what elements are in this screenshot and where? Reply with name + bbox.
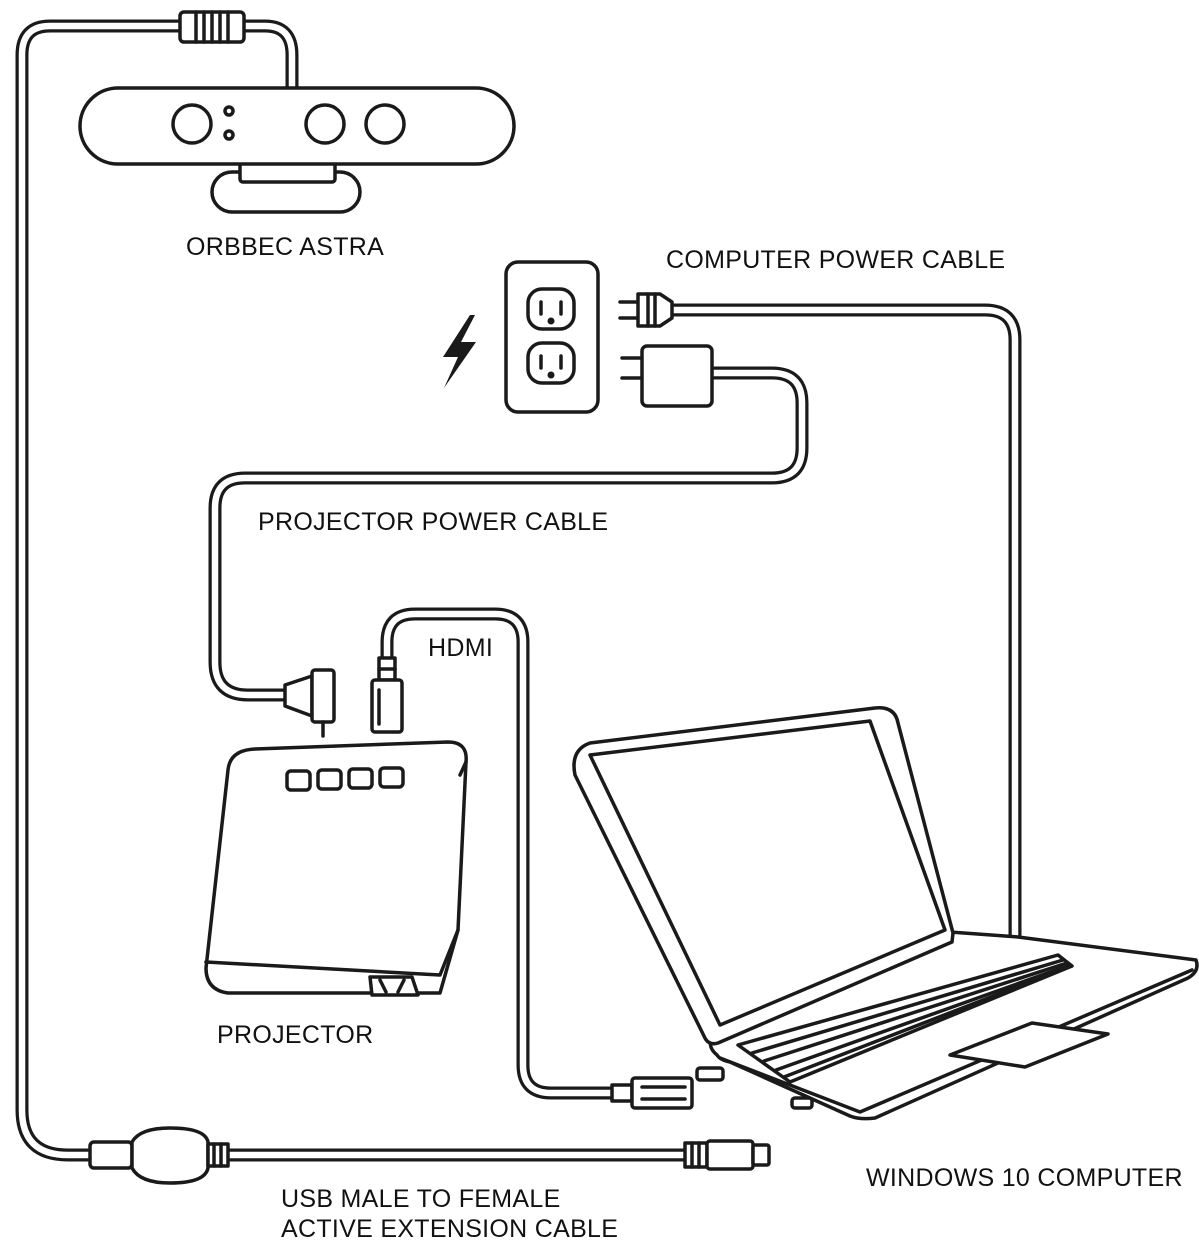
label-hdmi: HDMI xyxy=(428,634,494,662)
orbbec-astra-camera xyxy=(78,86,516,214)
label-projector-power-cable: PROJECTOR POWER CABLE xyxy=(258,508,609,536)
power-adapter-icon xyxy=(620,344,714,408)
power-plug-icon xyxy=(618,292,674,328)
label-usb-extension-line2: ACTIVE EXTENSION CABLE xyxy=(281,1215,619,1243)
laptop-computer xyxy=(572,706,1199,1121)
usb-coupler-top xyxy=(178,10,246,44)
barrel-connector xyxy=(283,668,336,738)
usb-cable xyxy=(15,19,697,1162)
label-computer-power-cable: COMPUTER POWER CABLE xyxy=(666,246,1006,274)
wall-outlet-icon xyxy=(504,260,600,414)
label-windows-10-computer: WINDOWS 10 COMPUTER xyxy=(866,1164,1183,1192)
label-orbbec-astra: ORBBEC ASTRA xyxy=(186,233,385,261)
computer-power-cable xyxy=(663,303,1022,942)
hdmi-connector-laptop xyxy=(610,1076,694,1110)
projector-device xyxy=(204,740,468,997)
hdmi-connector-projector xyxy=(370,656,404,734)
usb-extension-cable xyxy=(88,1126,771,1185)
label-projector: PROJECTOR xyxy=(217,1021,374,1049)
hdmi-cable xyxy=(380,607,619,1100)
lightning-bolt-icon xyxy=(443,315,476,388)
projector-power-cable xyxy=(208,366,809,702)
label-usb-extension-line1: USB MALE TO FEMALE xyxy=(281,1185,561,1213)
